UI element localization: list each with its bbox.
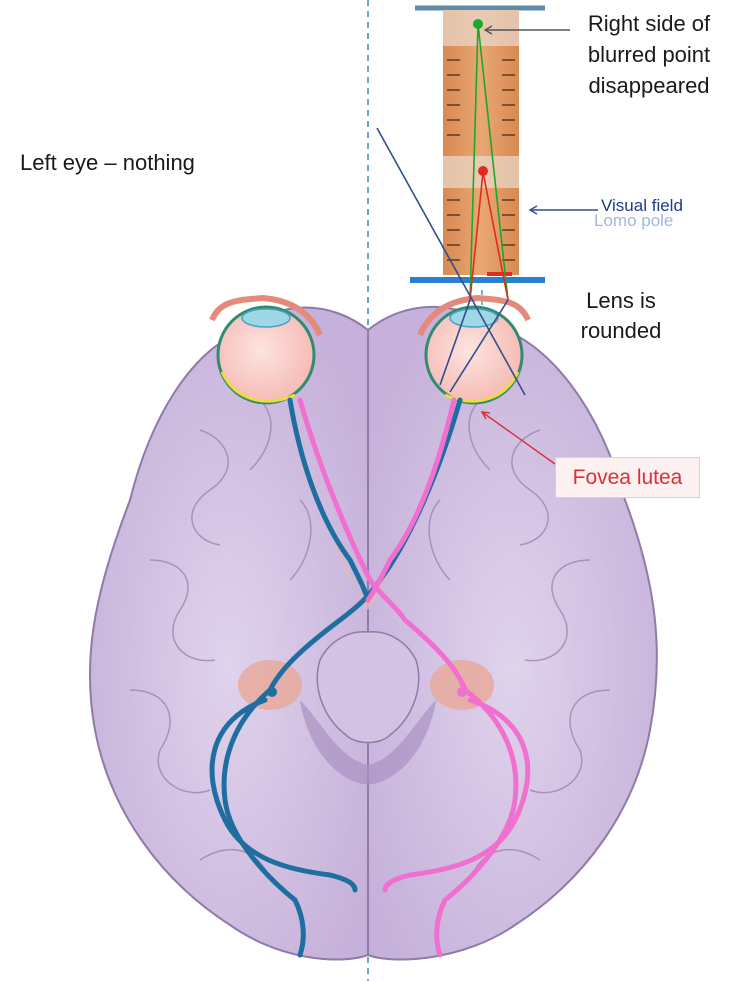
red-point — [478, 166, 488, 176]
right-hemisphere — [368, 307, 657, 960]
visual-field-label: Visual field — [601, 196, 683, 216]
green-point — [473, 19, 483, 29]
right-cornea — [450, 309, 498, 327]
left-cornea — [242, 309, 290, 327]
right-side-label: Right side of blurred point disappeared — [563, 8, 735, 101]
fovea-label: Fovea lutea — [555, 457, 700, 498]
right-synapse — [457, 687, 467, 697]
lens-label: Lens is rounded — [556, 286, 686, 346]
brain — [90, 307, 657, 960]
left-eye-label: Left eye – nothing — [20, 150, 195, 176]
left-synapse — [267, 687, 277, 697]
